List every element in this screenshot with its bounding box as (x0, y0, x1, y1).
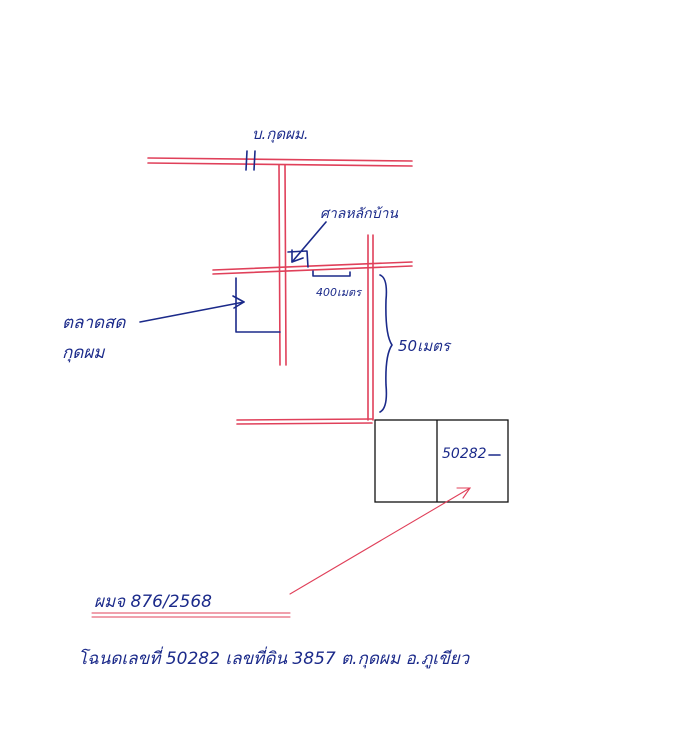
market-pointer-arrow (139, 295, 245, 323)
bottom-road (236, 418, 373, 425)
distance-400-label: 400เมตร (316, 286, 363, 299)
main-road-top (147, 157, 413, 167)
market-label-line1: ตลาดสด (62, 313, 126, 333)
parcel-number-label: 50282 (442, 446, 487, 462)
vertical-road-left (278, 164, 287, 366)
main-road-double-tick (245, 150, 256, 171)
shrine-label: ศาลหลักบ้าน (320, 206, 398, 222)
road-name-label: บ.กุดผม. (252, 125, 309, 143)
cross-road-middle (212, 261, 413, 275)
market-building-outline (235, 277, 281, 333)
reference-number: ผมจ 876/2568 (94, 592, 212, 612)
footer-deed-text: โฉนดเลขที่ 50282 เลขที่ดิน 3857 ต.กุดผม … (78, 646, 471, 669)
shrine-box (287, 250, 309, 268)
shrine-pointer-arrow (291, 221, 327, 263)
market-label-line2: กุดผม (62, 343, 105, 363)
distance-50-brace (379, 274, 393, 413)
distance-400-bracket (312, 270, 351, 277)
vertical-road-right (367, 234, 374, 421)
land-parcel-outline (374, 419, 509, 503)
distance-50-label: 50เมตร (398, 337, 452, 355)
reference-pointer-arrow (289, 487, 472, 595)
